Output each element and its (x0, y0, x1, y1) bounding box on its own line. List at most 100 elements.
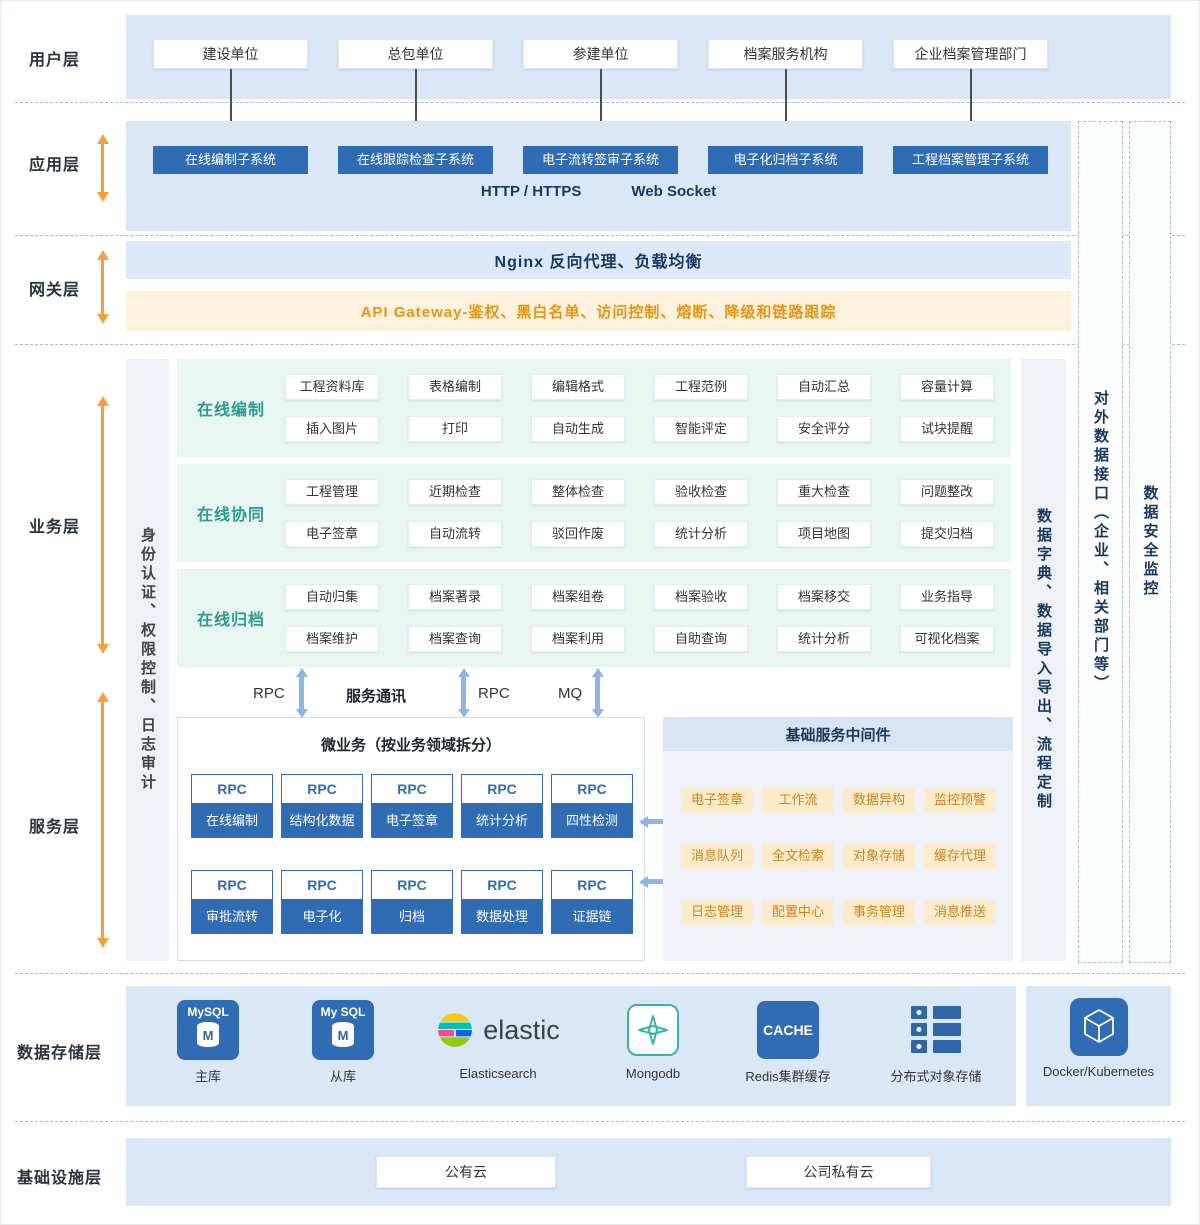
microservice-name: 四性检测 (551, 804, 633, 838)
service-layer-span-arrow (96, 692, 109, 948)
microservice-name: 审批流转 (191, 900, 273, 934)
protocol-label: HTTP / HTTPS (480, 183, 582, 200)
business-function-box: 统计分析 (777, 626, 871, 652)
business-function-box: 档案验收 (654, 584, 748, 610)
mq-link-arrow (591, 668, 604, 718)
comm-protocol-label: RPC (253, 685, 285, 702)
business-function-box: 验收检查 (654, 479, 748, 505)
microservice-name: 电子化 (281, 900, 363, 934)
business-function-box: 插入图片 (285, 416, 379, 442)
microservice-name: 电子签章 (371, 804, 453, 838)
rpc-link-arrow (457, 668, 470, 718)
user-layer-label: 用户层 (29, 52, 81, 69)
microservice-name: 在线编制 (191, 804, 273, 838)
business-function-box: 工程资料库 (285, 374, 379, 400)
middleware-item: 监控预警 (924, 787, 996, 813)
middleware-item: 全文检索 (762, 843, 834, 869)
comm-protocol-label: MQ (558, 685, 583, 702)
storage-item: 分布式对象存储 (861, 986, 1011, 1106)
data-dictionary-rail-text: 数据字典、数据导入导出、流程定制 (1035, 508, 1052, 812)
microservice-name: 数据处理 (461, 900, 543, 934)
business-group-grid: 工程管理近期检查整体检查验收检查重大检查问题整改电子签章自动流转驳回作废统计分析… (285, 479, 1011, 547)
business-function-box: 自动流转 (408, 521, 502, 547)
business-group: 在线归档自动归集档案著录档案组卷档案验收档案移交业务指导档案维护档案查询档案利用… (177, 569, 1011, 667)
business-function-box: 档案移交 (777, 584, 871, 610)
rpc-label: RPC (281, 870, 363, 900)
gateway-layer-span-arrow (96, 250, 109, 324)
rpc-label: RPC (281, 774, 363, 804)
business-function-box: 编辑格式 (531, 374, 625, 400)
auth-rail-text: 身份认证、权限控制、日志审计 (139, 527, 156, 793)
app-system-button: 工程档案管理子系统 (893, 146, 1048, 174)
rpc-label: RPC (551, 870, 633, 900)
layer-divider (15, 973, 1185, 974)
user-items-row: 建设单位总包单位参建单位档案服务机构企业档案管理部门 (126, 15, 1171, 69)
service-layer-label: 服务层 (29, 819, 81, 836)
business-function-box: 表格编制 (408, 374, 502, 400)
app-system-button: 在线编制子系统 (153, 146, 308, 174)
middleware-title: 基础服务中间件 (663, 717, 1013, 751)
app-system-button: 电子化归档子系统 (708, 146, 863, 174)
business-function-box: 工程管理 (285, 479, 379, 505)
middleware-item: 工作流 (762, 787, 834, 813)
user-layer-panel: 建设单位总包单位参建单位档案服务机构企业档案管理部门 (126, 15, 1171, 99)
business-function-box: 打印 (408, 416, 502, 442)
rpc-link-arrow (295, 668, 308, 718)
middleware-item: 日志管理 (681, 899, 753, 925)
business-group-grid: 工程资料库表格编制编辑格式工程范例自动汇总容量计算插入图片打印自动生成智能评定安… (285, 374, 1011, 442)
business-function-box: 档案利用 (531, 626, 625, 652)
microservices-title: 微业务（按业务领域拆分） (320, 737, 501, 754)
middleware-item: 消息队列 (681, 843, 753, 869)
user-org-box: 参建单位 (523, 39, 678, 69)
cloud-box: 公有云 (376, 1156, 556, 1188)
app-system-button: 电子流转签审子系统 (523, 146, 678, 174)
business-function-box: 问题整改 (900, 479, 994, 505)
api-gateway-bar: API Gateway-鉴权、黑白名单、访问控制、熔断、降级和链路跟踪 (126, 291, 1071, 331)
layer-divider (15, 1121, 1185, 1122)
storage-caption: Elasticsearch (459, 1066, 537, 1081)
middleware-item: 对象存储 (843, 843, 915, 869)
protocol-label: Web Socket (631, 183, 717, 200)
business-function-box: 工程范例 (654, 374, 748, 400)
external-data-api-text: 对外数据接口（企业、相关部门等） (1092, 390, 1109, 694)
app-layer-label: 应用层 (29, 157, 81, 174)
rpc-label: RPC (191, 870, 273, 900)
business-function-box: 项目地图 (777, 521, 871, 547)
microservice-name: 归档 (371, 900, 453, 934)
business-group-name: 在线编制 (196, 402, 265, 419)
protocols-row: HTTP / HTTPS Web Socket (126, 183, 1071, 200)
microservice-name: 证据链 (551, 900, 633, 934)
business-function-box: 整体检查 (531, 479, 625, 505)
middleware-item: 电子签章 (681, 787, 753, 813)
storage-caption: 分布式对象存储 (890, 1069, 982, 1084)
business-layer-label: 业务层 (29, 519, 81, 536)
user-org-box: 企业档案管理部门 (893, 39, 1048, 69)
layer-divider (15, 235, 1185, 236)
storage-caption: Redis集群缓存 (745, 1069, 831, 1084)
svg-text:M: M (203, 1028, 214, 1043)
object-storage-icon (909, 996, 963, 1064)
business-function-box: 业务指导 (900, 584, 994, 610)
business-function-box: 自动归集 (285, 584, 379, 610)
docker-caption: Docker/Kubernetes (1042, 1064, 1155, 1079)
docker-panel: Docker/Kubernetes (1026, 986, 1171, 1106)
app-layer-span-arrow (96, 134, 109, 202)
middleware-item: 数据异构 (843, 787, 915, 813)
business-function-box: 档案著录 (408, 584, 502, 610)
external-data-api-rail: 对外数据接口（企业、相关部门等） (1078, 121, 1123, 963)
docker-kubernetes-icon (1069, 998, 1128, 1056)
storage-item: Mongodb (578, 986, 728, 1106)
user-org-box: 总包单位 (338, 39, 493, 69)
infra-layer-label: 基础设施层 (17, 1170, 103, 1187)
rpc-label: RPC (551, 774, 633, 804)
business-function-box: 提交归档 (900, 521, 994, 547)
